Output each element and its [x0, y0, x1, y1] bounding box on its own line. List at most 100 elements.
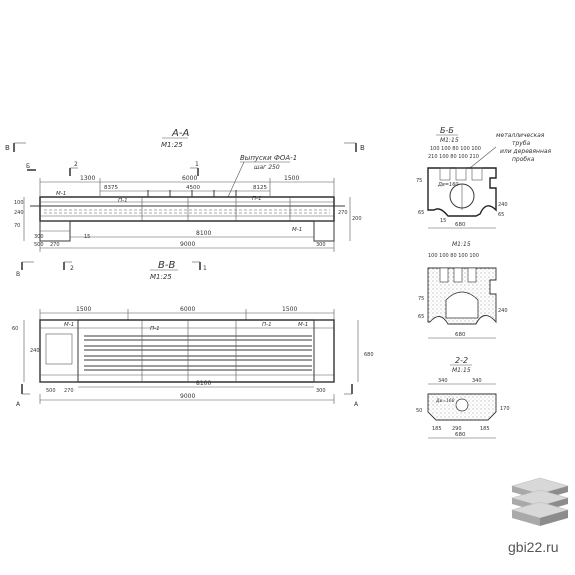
svg-text:1500: 1500: [284, 175, 299, 182]
svg-text:П-1: П-1: [262, 322, 272, 328]
svg-text:680: 680: [364, 352, 374, 358]
svg-text:П-1: П-1: [150, 326, 160, 332]
svg-text:680: 680: [455, 432, 466, 438]
svg-text:Б: Б: [26, 163, 30, 170]
plan-voids: [84, 335, 312, 371]
svg-text:2: 2: [70, 265, 74, 272]
svg-text:65: 65: [418, 210, 424, 216]
cut-mark-1-bottom: 1: [192, 261, 207, 272]
section-aa-elevation: А-А М1:25 В В Б 2 1: [5, 128, 365, 278]
svg-text:6000: 6000: [182, 175, 197, 182]
svg-text:240: 240: [30, 348, 40, 354]
svg-text:340: 340: [472, 378, 482, 384]
svg-text:240: 240: [498, 308, 508, 314]
svg-text:Дв=160: Дв=160: [437, 182, 459, 188]
svg-text:М-1: М-1: [64, 322, 74, 328]
svg-text:2: 2: [74, 161, 78, 168]
svg-text:А: А: [354, 401, 359, 408]
pipe-callout-2: труба: [512, 140, 531, 147]
svg-text:1500: 1500: [76, 306, 91, 313]
svg-text:100 100 80 100 100: 100 100 80 100 100: [430, 146, 481, 152]
section-bb-cross: Б-Б М1:15 металлическая труба или деревя…: [416, 126, 552, 248]
svg-text:9000: 9000: [180, 393, 195, 400]
section-bb-scale: М1:15: [440, 137, 459, 144]
svg-text:185: 185: [432, 426, 442, 432]
svg-text:210 100 80 100 210: 210 100 80 100 210: [428, 154, 479, 160]
cut-mark-a-left: А: [16, 384, 30, 408]
svg-text:65: 65: [498, 212, 504, 218]
svg-text:М-1: М-1: [298, 322, 308, 328]
svg-text:М1:15: М1:15: [452, 241, 471, 248]
svg-text:А: А: [16, 401, 21, 408]
svg-text:680: 680: [455, 222, 466, 228]
outlets-callout: Выпуски ФОА-1: [240, 154, 297, 162]
svg-text:170: 170: [500, 406, 510, 412]
cut-mark-2-top: 2: [69, 161, 78, 176]
section-vv-scale: М1:25: [150, 273, 172, 281]
outlets-step: шаг 250: [254, 164, 280, 171]
svg-text:1500: 1500: [282, 306, 297, 313]
svg-text:270: 270: [50, 242, 60, 248]
svg-text:15: 15: [440, 218, 446, 224]
svg-text:В: В: [360, 144, 365, 152]
cut-mark-v-bottom: В: [16, 261, 34, 278]
watermark-site: gbi22.ru: [508, 539, 559, 555]
svg-text:8100: 8100: [196, 230, 211, 237]
svg-text:200: 200: [352, 216, 362, 222]
svg-text:4500: 4500: [186, 185, 200, 191]
svg-text:240: 240: [14, 210, 24, 216]
svg-text:6000: 6000: [180, 306, 195, 313]
svg-text:340: 340: [438, 378, 448, 384]
svg-text:65: 65: [418, 314, 424, 320]
svg-text:9000: 9000: [180, 241, 195, 248]
section-22-cross: 2-2 М1:15 340 340 Дв=160 50 170 185 290 …: [416, 356, 510, 439]
svg-text:75: 75: [416, 178, 422, 184]
svg-text:500: 500: [46, 388, 56, 394]
svg-text:60: 60: [12, 326, 18, 332]
stacked-slabs-icon: [510, 477, 570, 526]
svg-text:300: 300: [34, 234, 44, 240]
svg-text:8125: 8125: [253, 185, 267, 191]
svg-text:100 100 80 100 100: 100 100 80 100 100: [428, 253, 479, 259]
cut-mark-2-bottom: 2: [63, 261, 74, 272]
svg-text:270: 270: [64, 388, 74, 394]
svg-text:100: 100: [14, 200, 24, 206]
svg-text:Дв=160: Дв=160: [435, 398, 455, 404]
svg-text:240: 240: [498, 202, 508, 208]
pipe-callout-1: металлическая: [496, 132, 545, 139]
cut-mark-b: Б: [26, 163, 36, 171]
label-p1-right: П-1: [252, 196, 262, 202]
cut-mark-v-top-right: В: [344, 142, 365, 152]
svg-text:185: 185: [480, 426, 490, 432]
cut-mark-a-right: А: [344, 384, 359, 408]
svg-text:270: 270: [338, 210, 348, 216]
svg-text:1300: 1300: [80, 175, 95, 182]
label-p1: П-1: [118, 198, 128, 204]
section-aa-title: А-А: [171, 128, 189, 139]
cut-mark-v-top-left: В: [5, 142, 26, 152]
section-gg-cross: 100 100 80 100 100 75 65 240 680: [418, 253, 508, 339]
svg-text:50: 50: [416, 408, 422, 414]
svg-text:70: 70: [14, 223, 20, 229]
svg-text:75: 75: [418, 296, 424, 302]
svg-text:В: В: [16, 271, 20, 278]
svg-text:В: В: [5, 144, 10, 152]
pipe-callout-4: пробка: [512, 156, 535, 163]
svg-text:8375: 8375: [104, 185, 118, 191]
section-vv-title: В-В: [158, 260, 175, 271]
section-bb-title: Б-Б: [440, 126, 454, 135]
svg-text:8100: 8100: [196, 380, 211, 387]
section-vv-plan: В-В М1:25 1500 6000 1500: [12, 260, 374, 408]
outlet-ticks: [147, 190, 237, 197]
section-22-scale: М1:15: [452, 367, 471, 374]
svg-text:1: 1: [195, 161, 199, 168]
svg-text:500: 500: [34, 242, 44, 248]
label-m1-left: М-1: [56, 191, 66, 197]
label-m1-right: М-1: [292, 227, 302, 233]
svg-text:300: 300: [316, 242, 326, 248]
cut-mark-1-top: 1: [190, 161, 199, 176]
svg-text:1: 1: [203, 265, 207, 272]
section-22-title: 2-2: [455, 356, 468, 365]
section-aa-scale: М1:25: [161, 141, 183, 149]
